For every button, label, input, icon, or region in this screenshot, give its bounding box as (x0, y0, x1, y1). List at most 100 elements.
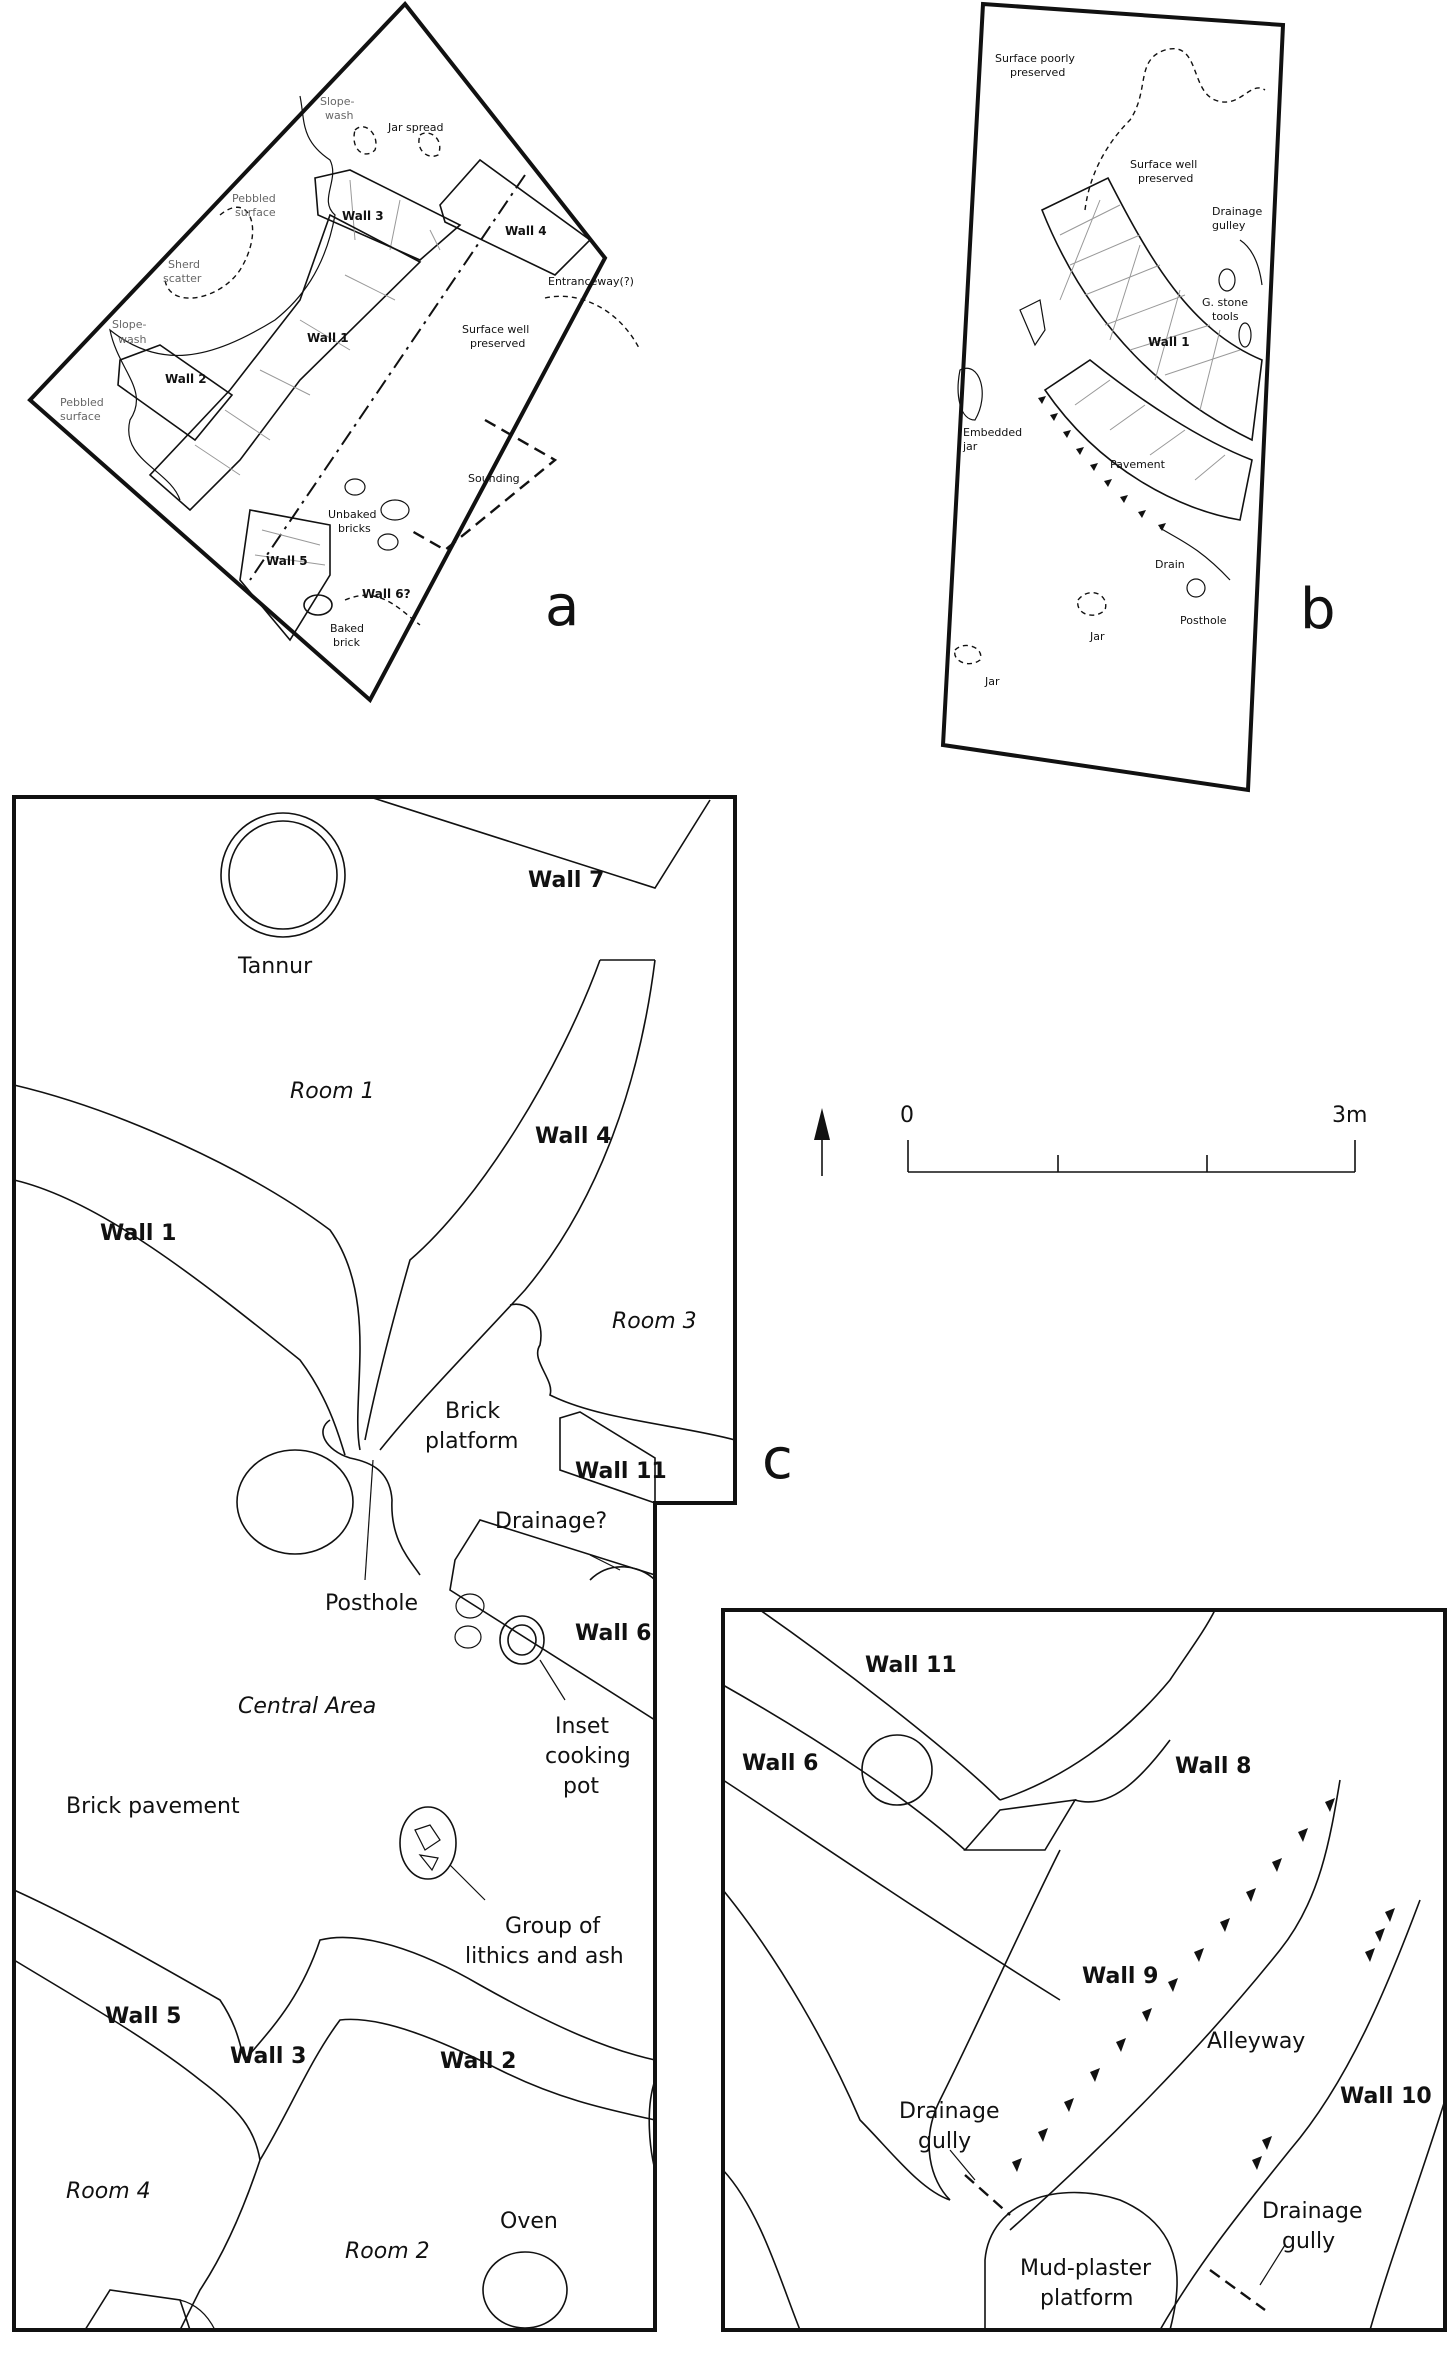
label-platform: platform (425, 1429, 518, 1454)
label-oven: Oven (500, 2209, 558, 2234)
pavement-edge-markers (1038, 396, 1166, 531)
panel-a: Slope- wash Jar spread Pebbled surface W… (27, 0, 641, 704)
wall-1-band-grid (1059, 199, 1241, 411)
north-arrow (814, 1108, 830, 1176)
label-slope-wash: Slope- (320, 95, 355, 108)
label-wall-3: Wall 3 (230, 2044, 306, 2069)
drainage-gulley-line (1239, 239, 1263, 286)
label-surface-well-2: preserved (1138, 172, 1193, 185)
pavement-outline (1043, 359, 1253, 521)
stones-west (1019, 299, 1046, 347)
drainage-arc (589, 1566, 656, 1581)
panel-b: Surface poorly preserved Surface well pr… (940, 1, 1336, 793)
wall-5-outline (239, 509, 331, 642)
label-sounding: Sounding (468, 472, 520, 485)
label-cooking: cooking (545, 1744, 631, 1769)
sherd-scatter-outline (164, 206, 254, 299)
leader-posthole (364, 1459, 374, 1581)
label-baked: Baked (330, 622, 364, 635)
label-drainage: Drainage (1212, 205, 1262, 218)
section-line (249, 174, 526, 581)
label-wall-7: Wall 7 (528, 868, 604, 893)
label-slope-wash-left-2: wash (118, 333, 146, 346)
wall-1-outline (148, 213, 422, 512)
label-wall-2: Wall 2 (440, 2049, 516, 2074)
inset-label-wall-6: Wall 6 (742, 1751, 818, 1776)
inset-label-alleyway: Alleyway (1207, 2029, 1305, 2054)
inset-wall-9-right (1009, 1779, 1341, 2231)
label-wall-6: Wall 6? (362, 587, 411, 601)
slope-wash-boundary (109, 95, 336, 501)
panel-c: Tannur Wall 7 Room 1 Wall 4 Wall 1 Room … (12, 795, 1367, 2332)
label-pebbled-surface-b: surface (235, 206, 276, 219)
inset-leader-2 (1259, 2244, 1286, 2286)
label-wall-2: Wall 2 (165, 372, 207, 386)
inset-wall-6-inner (963, 1798, 1077, 1851)
label-inset: Inset (555, 1714, 609, 1739)
wall-4-room1-edge (13, 1084, 361, 1451)
inset-label-gully-2: gully (1282, 2229, 1335, 2254)
label-group-of: Group of (505, 1914, 601, 1939)
label-wall-1: Wall 1 (1148, 335, 1190, 349)
drain-line (1159, 527, 1231, 581)
inset-wall-11-edge (759, 1609, 1001, 1801)
inset-wall-9-left (928, 1849, 1061, 2201)
panel-c-frame (12, 795, 737, 2332)
inset-mud-plaster (984, 2191, 1178, 2331)
sounding-outline (409, 418, 558, 552)
label-unbaked-2: bricks (338, 522, 371, 535)
wall-3-outline (314, 169, 462, 261)
label-surface-well: Surface well (1130, 158, 1197, 171)
scale-bar (907, 1140, 1356, 1173)
lithics-group (399, 1806, 457, 1880)
label-pebbled-surface-2: Pebbled (60, 396, 104, 409)
label-wall-1: Wall 1 (100, 1221, 176, 1246)
label-wall-11: Wall 11 (575, 1459, 667, 1484)
inset-label-drainage-2: Drainage (1262, 2199, 1363, 2224)
label-brick: Brick (445, 1399, 500, 1424)
wall-5-bottom (13, 1959, 261, 2161)
posthole-large (236, 1449, 354, 1555)
unbaked-brick-3 (377, 533, 399, 551)
wall-1-band-top (13, 1179, 346, 1456)
label-surface-poorly: Surface poorly (995, 52, 1075, 65)
inset-gully-left (722, 1889, 951, 2201)
label-pebbled-surface-2b: surface (60, 410, 101, 423)
inset-label-gully-1: gully (918, 2129, 971, 2154)
inset-label-wall-9: Wall 9 (1082, 1964, 1158, 1989)
label-wall-4: Wall 4 (535, 1124, 611, 1149)
label-sherd-2: scatter (163, 272, 202, 285)
wall-1-band (1040, 176, 1263, 442)
label-gstone: G. stone (1202, 296, 1248, 309)
tannur-outer (220, 812, 346, 938)
gstone-2 (1238, 322, 1252, 348)
jar-spread-outline-2 (418, 132, 441, 157)
inset-label-wall-10: Wall 10 (1340, 2084, 1432, 2109)
wall-6-dashed (344, 594, 421, 626)
label-jar-2: Jar (984, 675, 1000, 688)
inset-label-wall-11: Wall 11 (865, 1653, 957, 1678)
cooking-pot-inner (507, 1624, 537, 1656)
label-pebbled-surface: Pebbled (232, 192, 276, 205)
inset-panel: Wall 11 Wall 6 Wall 8 Wall 9 Alleyway Wa… (721, 1608, 1447, 2332)
label-embedded: Embedded (963, 426, 1022, 439)
inset-label-drainage-1: Drainage (899, 2099, 1000, 2124)
leader-drainage (589, 1554, 621, 1571)
pavement-grid (1074, 379, 1226, 481)
label-unbaked: Unbaked (328, 508, 376, 521)
inset-label-wall-8: Wall 8 (1175, 1754, 1251, 1779)
baked-brick (303, 594, 333, 616)
label-brick-pavement: Brick pavement (66, 1794, 240, 1819)
label-room-4: Room 4 (66, 2179, 151, 2204)
scale-start: 0 (900, 1103, 914, 1128)
wall-4-outline (439, 158, 592, 276)
wall-1-grid (194, 274, 396, 476)
room-2-right-edge (648, 2079, 656, 2171)
inset-wall-11-edge-2 (722, 1684, 966, 1851)
label-sherd: Sherd (168, 258, 200, 271)
wall-2-outline (117, 344, 234, 442)
label-posthole: Posthole (325, 1591, 418, 1616)
brick-platform-outline (322, 1419, 421, 1576)
gstone-1 (1218, 268, 1236, 292)
label-surface-well: Surface well (462, 323, 529, 336)
